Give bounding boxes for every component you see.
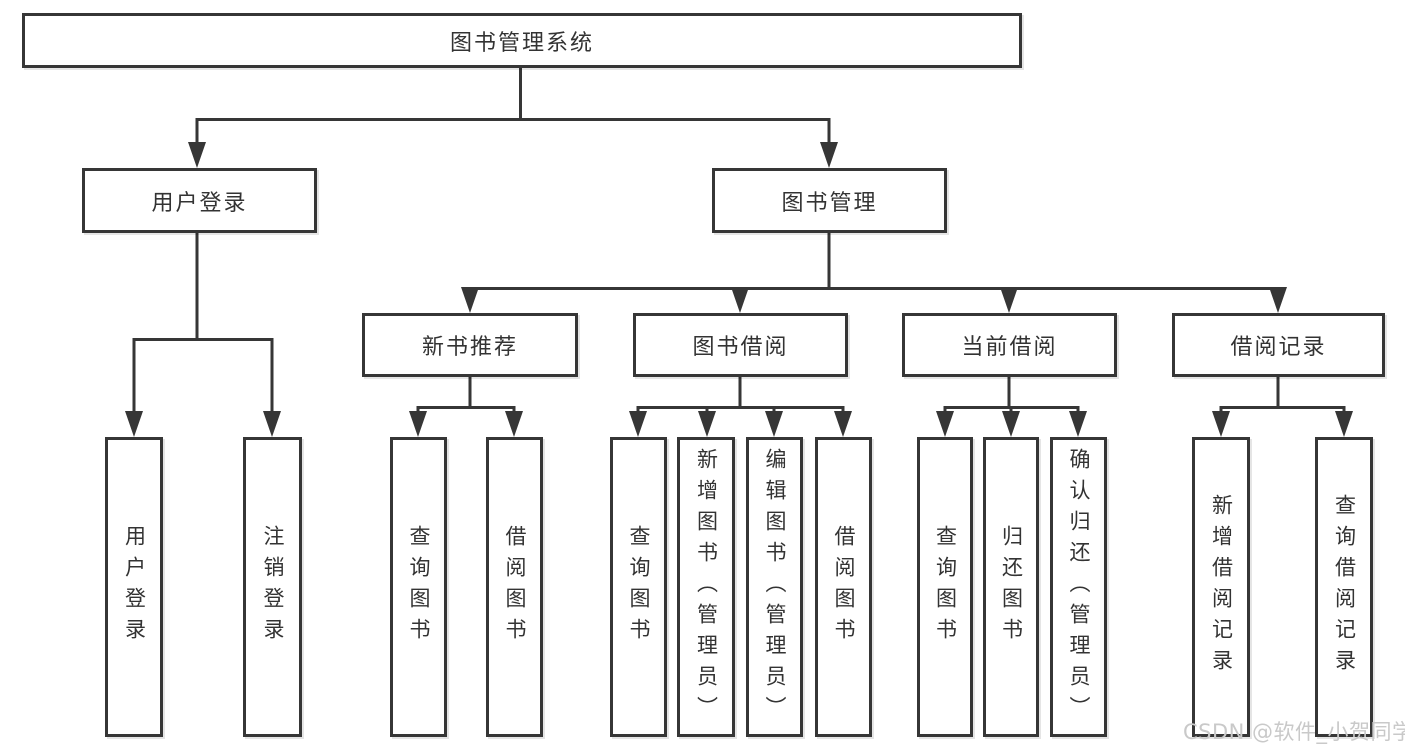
leaf-query-books-current: 查询图书 bbox=[917, 437, 973, 737]
leaf-query-books-recommend: 查询图书 bbox=[390, 437, 447, 737]
csdn-watermark: CSDN @软件_小贺同学 bbox=[1183, 720, 1405, 744]
node-new-book-recommendation: 新书推荐 bbox=[362, 313, 578, 377]
leaf-add-books-admin: 新增图书（管理员） bbox=[677, 437, 735, 737]
node-borrowing-records: 借阅记录 bbox=[1172, 313, 1385, 377]
leaf-query-books-borrowing: 查询图书 bbox=[610, 437, 667, 737]
leaf-user-login: 用户登录 bbox=[105, 437, 163, 737]
leaf-add-borrow-record: 新增借阅记录 bbox=[1192, 437, 1250, 737]
node-book-management: 图书管理 bbox=[712, 168, 947, 233]
node-user-login: 用户登录 bbox=[82, 168, 317, 233]
leaf-confirm-return-admin: 确认归还（管理员） bbox=[1050, 437, 1107, 737]
node-current-borrowing: 当前借阅 bbox=[902, 313, 1117, 377]
leaf-borrow-books: 借阅图书 bbox=[815, 437, 872, 737]
leaf-edit-books-admin: 编辑图书（管理员） bbox=[746, 437, 803, 737]
leaf-return-books: 归还图书 bbox=[983, 437, 1039, 737]
leaf-query-borrow-record: 查询借阅记录 bbox=[1315, 437, 1373, 737]
node-book-borrowing: 图书借阅 bbox=[633, 313, 848, 377]
connector-lines bbox=[132, 68, 1346, 413]
arrowhead-down-icons bbox=[125, 142, 1353, 437]
node-root-system: 图书管理系统 bbox=[22, 13, 1022, 68]
leaf-borrow-books-recommend: 借阅图书 bbox=[486, 437, 543, 737]
leaf-logout: 注销登录 bbox=[243, 437, 302, 737]
